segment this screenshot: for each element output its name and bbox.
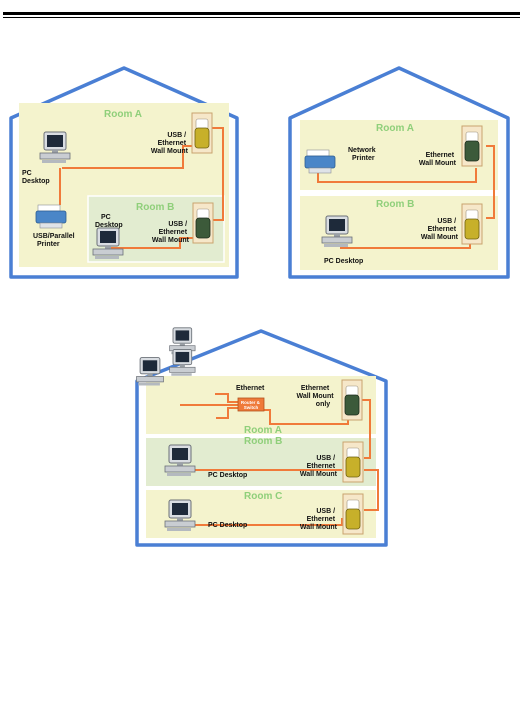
house-1-room-b-title: Room B [136, 202, 174, 213]
house-3-cable-pc2-to-router [215, 393, 238, 403]
house-2-pc-label: PC Desktop [324, 258, 363, 265]
house-3-mount-b-label: USB / Ethernet Wall Mount [300, 455, 338, 478]
house-1-cable-pc-to-mount-a [62, 145, 193, 169]
house-3-room-a-title: Room A [244, 425, 282, 436]
house-2-diagram: Room A Room B Network Printer Ethernet W… [288, 66, 510, 279]
house-3-ethernet-label: Ethernet [236, 385, 265, 392]
house-3-cable-mount-a-to-mount-b [360, 399, 371, 459]
house-2-pc-desktop [321, 215, 353, 248]
house-2-cable-printer-to-mount-a [317, 168, 477, 183]
house-3-wall-mount-c [342, 493, 364, 535]
house-1-pc-a-label: PC Desktop [22, 170, 50, 185]
house-1-mount-b-label: USB / Ethernet Wall Mount [152, 221, 190, 244]
house-3-room-b-title: Room B [244, 436, 282, 447]
house-2-room-b-title: Room B [376, 199, 414, 210]
house-1-pc-b-label: PC Desktop [95, 214, 123, 229]
house-1-wall-mount-a [191, 112, 213, 154]
house-2-cable-mount-a-to-mount-b [486, 145, 495, 219]
house-3-diagram: Router & Switch Ethernet Ethernet Wall M… [135, 327, 388, 547]
house-1-pc-desktop-b [92, 227, 124, 260]
house-3-pc-room-a-3 [169, 348, 196, 377]
house-1-room-a-title: Room A [104, 109, 142, 120]
house-3-mount-c-label: USB / Ethernet Wall Mount [300, 508, 338, 531]
header-rule-thin [3, 17, 520, 18]
house-3-cable-pc3-to-router [216, 407, 238, 419]
house-3-room-c-title: Room C [244, 491, 282, 502]
house-1-mount-a-label: USB / Ethernet Wall Mount [151, 132, 189, 155]
house-3-router-switch [237, 397, 265, 412]
header-rule-thick [3, 12, 520, 15]
house-2-wall-mount-a [461, 125, 483, 167]
house-3-wall-mount-b [342, 441, 364, 483]
house-3-pc-b-label: PC Desktop [208, 472, 247, 479]
house-3-pc-desktop-c [164, 499, 196, 532]
house-1-pc-desktop-a [39, 131, 71, 164]
house-3-router-label: Router & Switch [241, 400, 261, 410]
house-3-cable-pc-c-to-mount-c [192, 518, 343, 526]
house-2-wall-mount-b [461, 203, 483, 245]
house-3-pc-desktop-b [164, 444, 196, 477]
house-2-mount-a-label: Ethernet Wall Mount [419, 152, 457, 167]
house-2-printer-label: Network Printer [348, 147, 378, 162]
house-3-mount-a-label: Ethernet Wall Mount only [296, 385, 335, 408]
house-1-printer-label: USB/Parallel Printer [33, 233, 77, 248]
house-3-pc-room-a-1 [136, 357, 164, 386]
house-3-cable-router-to-mount-a [263, 409, 349, 425]
house-2-mount-b-label: USB / Ethernet Wall Mount [421, 218, 459, 241]
house-1-cable-pc-b-to-mount-b [108, 237, 193, 249]
house-3-wall-mount-a [341, 379, 363, 421]
house-2-room-a-title: Room A [376, 123, 414, 134]
house-1-wall-mount-b [192, 202, 214, 244]
house-1-cable-mount-a-to-mount-b [211, 127, 224, 221]
house-1-diagram: Room A Room B PC Desktop USB/Parallel Pr… [9, 66, 239, 279]
house-3-cable-mount-b-to-mount-c [364, 469, 379, 511]
house-3-pc-c-label: PC Desktop [208, 522, 247, 529]
